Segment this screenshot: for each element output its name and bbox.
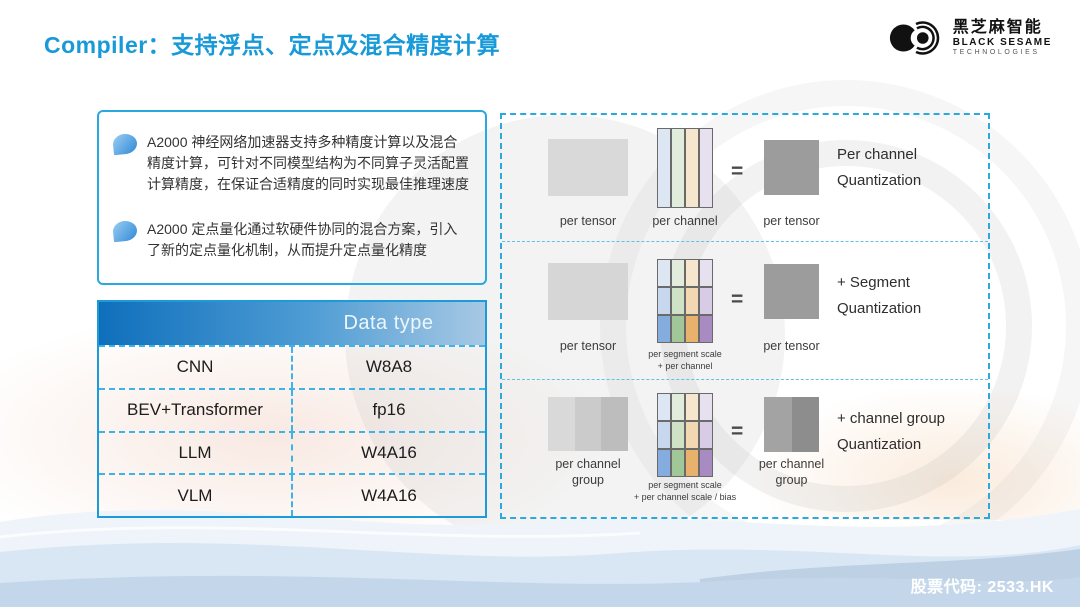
per-tensor-result-block bbox=[764, 140, 819, 195]
equals-sign: = bbox=[731, 288, 744, 311]
datatype-table: Data type CNN W8A8 BEV+Transformer fp16 … bbox=[97, 300, 487, 518]
per-channel-grid bbox=[657, 128, 713, 208]
bullet-text: A2000 神经网络加速器支持多种精度计算以及混合精度计算，可针对不同模型结构为… bbox=[147, 134, 469, 192]
bullet-text: A2000 定点量化通过软硬件协同的混合方案，引入了新的定点量化机制，从而提升定… bbox=[147, 221, 458, 258]
per-channel-group-result-block bbox=[764, 397, 819, 452]
per-segment-grid bbox=[657, 259, 713, 343]
equals-sign: = bbox=[731, 420, 744, 443]
stock-code: 股票代码: 2533.HK bbox=[910, 579, 1054, 596]
equals-sign: = bbox=[731, 160, 744, 183]
per-tensor-block bbox=[548, 263, 628, 320]
drop-bullet-icon bbox=[112, 219, 138, 243]
logo-name-english: BLACK SESAME bbox=[952, 37, 1052, 49]
row-caption: Per channel Quantization bbox=[837, 146, 922, 189]
left-shape-label: per tensor bbox=[559, 214, 617, 228]
row-caption: + channel group Quantization bbox=[837, 410, 946, 453]
quantization-row-channel-group: = per channel group per segment scale + … bbox=[502, 379, 988, 517]
left-shape-label: per tensor bbox=[559, 339, 617, 353]
left-shape-label: per channel group bbox=[555, 457, 621, 488]
quantization-diagram-panel: = per tensor per channel per tensor Per … bbox=[500, 113, 990, 519]
table-row: LLM W4A16 bbox=[99, 430, 485, 474]
bullet-item: A2000 神经网络加速器支持多种精度计算以及混合精度计算，可针对不同模型结构为… bbox=[112, 132, 469, 195]
per-tensor-result-block bbox=[764, 264, 819, 319]
company-logo: 黑芝麻智能 BLACK SESAME TECHNOLOGIES bbox=[887, 16, 1052, 60]
datatype-cell: W4A16 bbox=[361, 485, 417, 505]
quantization-row-segment: = per tensor per segment scale + per cha… bbox=[502, 241, 988, 379]
per-tensor-block bbox=[548, 139, 628, 196]
logo-name-chinese: 黑芝麻智能 bbox=[952, 19, 1043, 37]
datatype-cell: W8A8 bbox=[365, 357, 413, 377]
table-row: BEV+Transformer fp16 bbox=[99, 387, 485, 431]
right-shape-label: per tensor bbox=[763, 214, 820, 228]
quantization-row-per-channel: = per tensor per channel per tensor Per … bbox=[502, 115, 988, 241]
right-shape-label: per tensor bbox=[763, 339, 820, 353]
slide-title: Compiler：支持浮点、定点及混合精度计算 bbox=[44, 32, 501, 58]
middle-shape-label: per channel bbox=[652, 214, 718, 228]
model-cell: VLM bbox=[99, 475, 293, 516]
per-segment-grid bbox=[657, 393, 713, 477]
middle-shape-label: per segment scale + per channel bbox=[648, 349, 722, 371]
feature-description-box: A2000 神经网络加速器支持多种精度计算以及混合精度计算，可针对不同模型结构为… bbox=[97, 110, 487, 285]
row-caption: + Segment Quantization bbox=[837, 274, 922, 317]
bottom-wave-decoration bbox=[0, 509, 1080, 607]
right-shape-label: per channel group bbox=[758, 457, 825, 488]
black-sesame-logo-icon bbox=[889, 21, 939, 55]
model-cell: CNN bbox=[99, 347, 293, 388]
model-cell: BEV+Transformer bbox=[99, 389, 293, 431]
table-row: CNN W8A8 bbox=[99, 345, 485, 388]
table-header-row: Data type bbox=[99, 302, 485, 345]
datatype-cell: fp16 bbox=[372, 400, 406, 420]
table-row: VLM W4A16 bbox=[99, 473, 485, 516]
logo-name-sub: TECHNOLOGIES bbox=[952, 48, 1040, 56]
table-header-datatype: Data type bbox=[343, 312, 434, 334]
model-cell: LLM bbox=[99, 432, 293, 474]
drop-bullet-icon bbox=[112, 132, 138, 156]
per-channel-group-block bbox=[548, 397, 629, 451]
bullet-item: A2000 定点量化通过软硬件协同的混合方案，引入了新的定点量化机制，从而提升定… bbox=[112, 219, 469, 261]
datatype-cell: W4A16 bbox=[361, 442, 417, 462]
middle-shape-label: per segment scale + per channel scale / … bbox=[633, 480, 737, 502]
table-header-model-column bbox=[99, 302, 292, 345]
